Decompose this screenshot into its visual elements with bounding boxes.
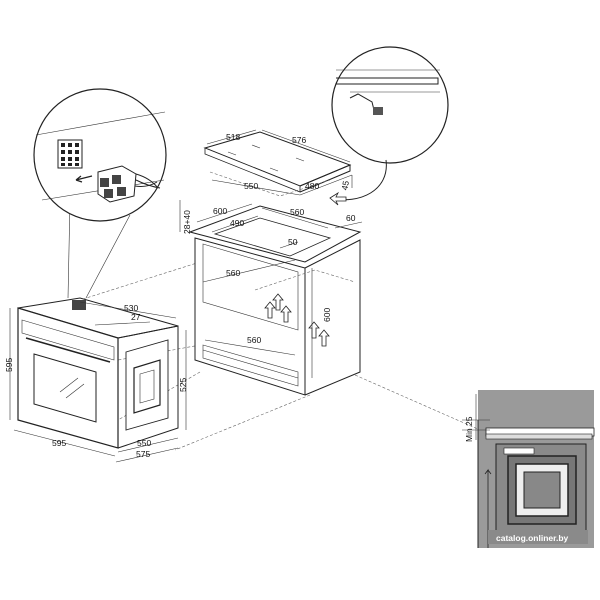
label-worktop-gap: 28+40	[182, 210, 192, 234]
clip-callout	[329, 46, 449, 206]
ventilation-arrows	[264, 293, 330, 347]
label-front-gap: 50	[288, 237, 298, 247]
watermark: catalog.onliner.by	[496, 533, 569, 543]
label-oven-height: 595	[4, 358, 14, 372]
insert-arrow-icon	[75, 175, 93, 183]
cabinet	[188, 205, 362, 396]
hob	[203, 131, 352, 197]
label-hob-cut-width: 550	[244, 181, 258, 191]
clip-screw-icon	[349, 93, 383, 115]
label-hob-width: 576	[292, 135, 306, 145]
label-min-clearance: Min 25	[464, 416, 474, 442]
label-inner-height: 600	[322, 308, 332, 322]
label-oven-total-depth: 575	[136, 449, 150, 459]
label-cutout-depth: 560	[290, 207, 304, 217]
side-panel-recess	[125, 339, 169, 431]
label-cutout-width: 490	[230, 218, 244, 228]
clamp-bracket-icon	[72, 300, 86, 310]
label-inner-width: 560	[226, 268, 240, 278]
label-hob-cut-depth: 480	[305, 181, 319, 191]
label-oven-body-height: 525	[178, 378, 188, 392]
label-hob-height: 45	[339, 180, 351, 191]
label-oven-depth: 530	[124, 303, 138, 313]
dimension-lines	[9, 129, 363, 463]
connector-callout	[33, 88, 167, 299]
label-oven-door: 27	[131, 312, 141, 322]
door-handle[interactable]	[25, 337, 111, 363]
label-cabinet-width: 600	[213, 206, 227, 216]
label-oven-body-width: 550	[137, 438, 151, 448]
oven-window	[33, 353, 97, 423]
oven	[17, 297, 179, 449]
label-oven-width: 595	[52, 438, 66, 448]
dimension-labels: 518 576 550 480 45 28+40 600 490 560 60 …	[4, 132, 356, 459]
label-bottom-depth: 560	[247, 335, 261, 345]
terminal-block-icon	[57, 139, 83, 169]
inset-oven-door	[507, 455, 577, 525]
inset-side-view: Min 25 catalog.onliner.by	[462, 382, 595, 552]
plug-connector-icon	[97, 165, 161, 203]
direction-arrow-icon	[329, 191, 347, 206]
label-rear-gap: 60	[346, 213, 356, 223]
label-hob-depth: 518	[226, 132, 240, 142]
